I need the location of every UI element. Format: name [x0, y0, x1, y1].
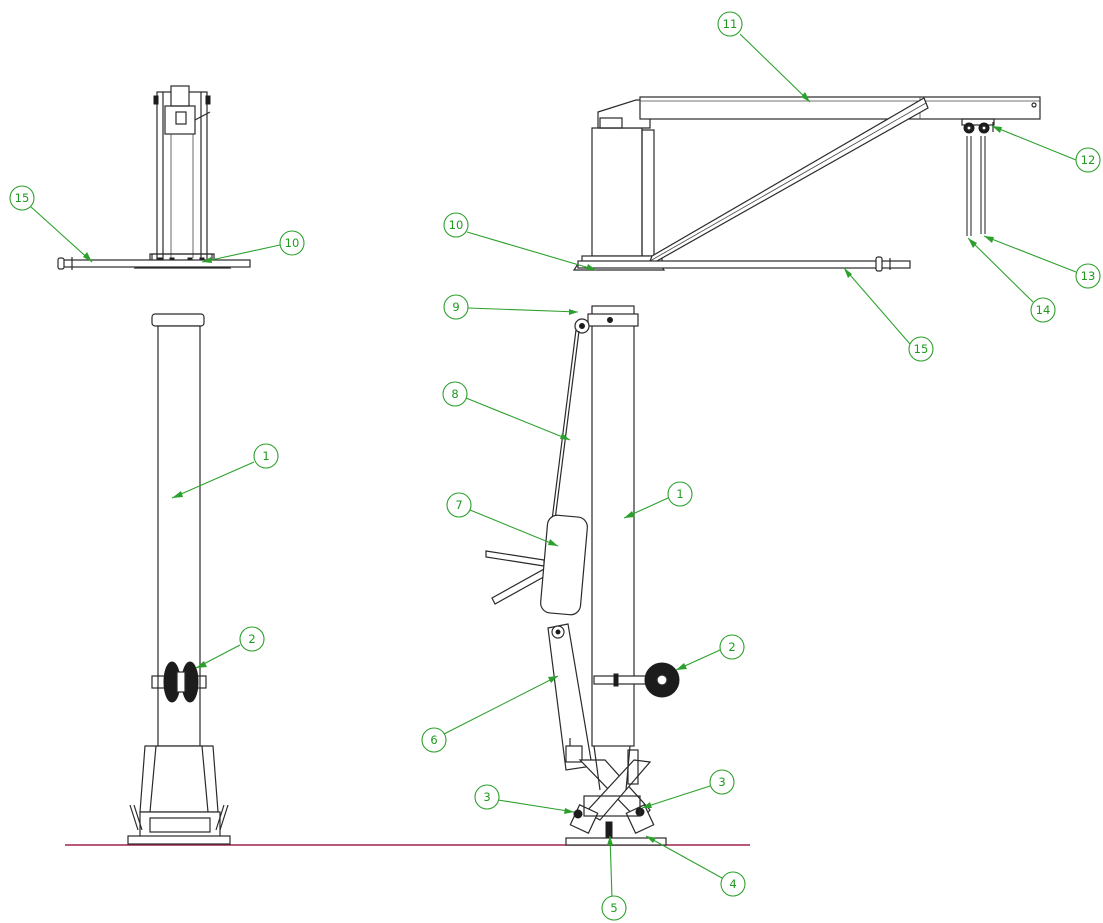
side-lever-arm — [547, 623, 593, 771]
svg-text:4: 4 — [729, 877, 736, 891]
front-view — [57, 85, 251, 845]
front-wheels — [151, 661, 207, 703]
front-winch-frame — [151, 85, 213, 269]
callout-12: 12 — [991, 125, 1101, 173]
svg-text:8: 8 — [451, 387, 458, 401]
callout-13: 13 — [983, 235, 1101, 289]
callout-5: 5 — [601, 835, 627, 921]
svg-text:6: 6 — [430, 733, 437, 747]
svg-text:1: 1 — [676, 487, 683, 501]
svg-text:14: 14 — [1036, 303, 1051, 317]
svg-text:15: 15 — [914, 342, 929, 356]
side-wheel — [593, 662, 680, 698]
callout-1-side: 1 — [623, 481, 693, 519]
svg-text:3: 3 — [483, 790, 490, 804]
svg-text:2: 2 — [728, 640, 735, 654]
front-base — [127, 745, 231, 845]
callout-4: 4 — [645, 835, 746, 897]
side-base — [565, 745, 667, 846]
side-mast — [587, 305, 639, 747]
side-diagonal-brace — [646, 97, 929, 268]
callout-2-side: 2 — [675, 634, 745, 671]
callout-15-side: 15 — [843, 267, 934, 362]
side-hydraulic-cylinder — [485, 514, 588, 616]
svg-text:1: 1 — [262, 449, 269, 463]
callout-3-left: 3 — [474, 784, 575, 814]
side-trolley — [961, 118, 995, 236]
callout-9: 9 — [443, 294, 579, 320]
side-winch — [581, 99, 663, 271]
callout-2-front: 2 — [195, 626, 265, 669]
side-jib-arm — [639, 96, 1041, 120]
callout-14: 14 — [967, 237, 1056, 323]
svg-text:12: 12 — [1081, 153, 1096, 167]
svg-text:3: 3 — [718, 775, 725, 789]
svg-text:7: 7 — [455, 498, 462, 512]
front-handle-bar — [57, 257, 251, 270]
callouts: 1 2 10 15 11 — [9, 11, 1101, 921]
callout-8: 8 — [442, 381, 571, 441]
front-clamp-ring — [151, 313, 205, 327]
callout-15-front: 15 — [9, 185, 93, 263]
svg-text:10: 10 — [285, 236, 300, 250]
svg-text:13: 13 — [1081, 269, 1096, 283]
svg-text:15: 15 — [15, 191, 30, 205]
svg-text:9: 9 — [452, 300, 459, 314]
callout-10-front: 10 — [201, 230, 305, 263]
callout-6: 6 — [421, 675, 559, 753]
svg-text:10: 10 — [449, 218, 464, 232]
side-view — [485, 96, 1041, 846]
callout-7: 7 — [446, 492, 559, 547]
callout-10-side: 10 — [443, 212, 597, 271]
svg-text:5: 5 — [610, 901, 617, 915]
svg-text:2: 2 — [248, 632, 255, 646]
side-pulley — [551, 318, 590, 521]
callout-3-right: 3 — [641, 769, 735, 809]
callout-1-front: 1 — [171, 443, 279, 499]
svg-text:11: 11 — [723, 17, 738, 31]
callout-11: 11 — [717, 11, 811, 103]
